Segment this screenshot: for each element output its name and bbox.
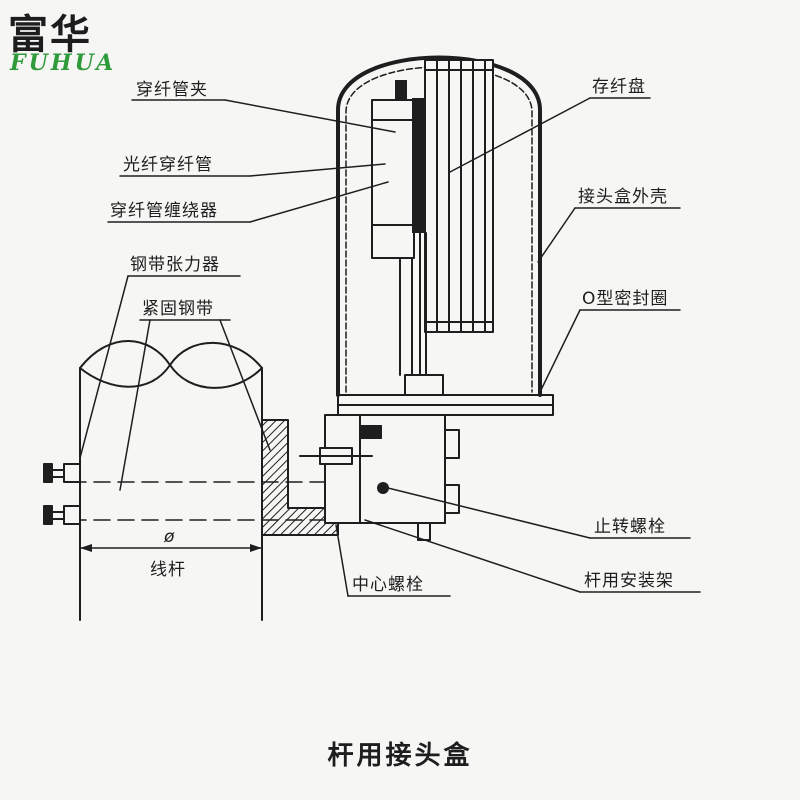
label-fiber-tray: 存纤盘: [592, 77, 646, 97]
fiber-tube-assembly: [371, 80, 427, 376]
label-fastening-band: 紧固钢带: [142, 299, 214, 319]
brand-name-en: FUHUA: [10, 50, 117, 76]
label-tube-winder: 穿纤管缠绕器: [110, 201, 218, 221]
leader-lines: [79, 97, 701, 597]
brand-name-cn: 富华: [8, 12, 92, 58]
label-pole-bracket: 杆用安装架: [584, 571, 674, 591]
label-closure-shell: 接头盒外壳: [578, 187, 668, 207]
fiber-storage-tray: [424, 59, 494, 333]
label-anti-rotation-bolt: 止转螺栓: [594, 517, 666, 537]
label-center-bolt: 中心螺栓: [352, 575, 424, 595]
label-o-ring: O型密封圈: [582, 289, 669, 309]
label-fiber-tube-clamp: 穿纤管夹: [136, 80, 208, 100]
label-diameter: ø: [164, 527, 176, 547]
label-pole: 线杆: [150, 560, 186, 580]
diagram-title: 杆用接头盒: [327, 741, 473, 771]
closure-base: [337, 374, 554, 416]
pole-mounting-bracket: [299, 414, 460, 541]
label-band-tensioner: 钢带张力器: [130, 255, 220, 275]
band-tensioner-bolts: [43, 463, 81, 525]
label-optical-fiber-tube: 光纤穿纤管: [123, 155, 213, 175]
pole: [69, 340, 331, 621]
